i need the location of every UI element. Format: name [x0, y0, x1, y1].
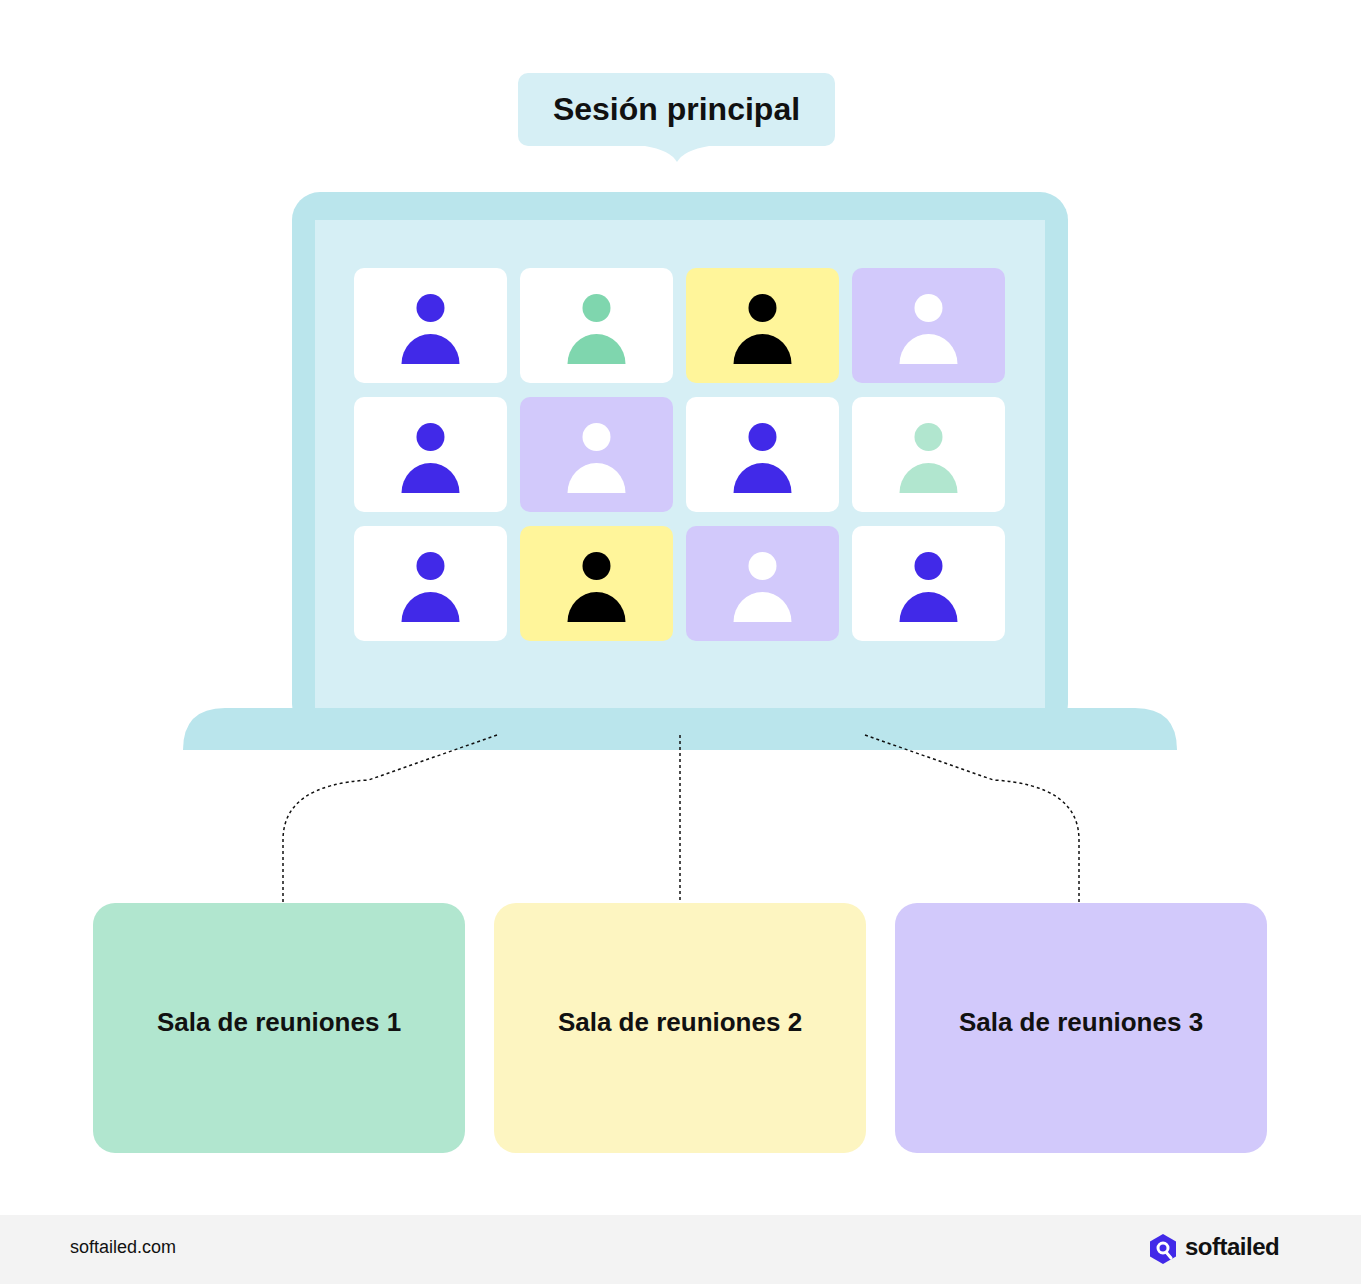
laptop-lid: [292, 192, 1068, 732]
session-heading: Sesión principal: [518, 73, 835, 146]
speech-bubble-pointer: [645, 146, 709, 162]
person-body: [900, 463, 958, 493]
participant-tile: [686, 526, 839, 641]
breakout-room-box: Sala de reuniones 3: [895, 903, 1267, 1153]
person-body: [402, 463, 460, 493]
person-head: [915, 552, 943, 580]
dotted-connector: [283, 735, 497, 903]
dotted-connector: [679, 735, 681, 903]
person-head: [915, 423, 943, 451]
participant-tiles: [354, 268, 1005, 641]
person-body: [568, 463, 626, 493]
main-session-laptop: Sesión principal: [292, 192, 1068, 708]
participant-tile: [520, 268, 673, 383]
brand-logo-text: softailed: [1185, 1233, 1279, 1261]
laptop-screen: [315, 220, 1045, 710]
dotted-connector: [865, 735, 1079, 903]
participant-tile: [520, 526, 673, 641]
person-body: [568, 592, 626, 622]
person-head: [915, 294, 943, 322]
person-body: [734, 463, 792, 493]
person-head: [583, 552, 611, 580]
participant-tile: [686, 397, 839, 512]
room-name: Sala de reuniones 3: [959, 1007, 1203, 1038]
person-body: [900, 334, 958, 364]
room-name: Sala de reuniones 2: [558, 1007, 802, 1038]
person-head: [583, 294, 611, 322]
breakout-room-box: Sala de reuniones 2: [494, 903, 866, 1153]
breakout-room-box: Sala de reuniones 1: [93, 903, 465, 1153]
participant-tile: [852, 526, 1005, 641]
person-head: [417, 552, 445, 580]
participant-tile: [520, 397, 673, 512]
website-url: softailed.com: [70, 1237, 176, 1258]
person-head: [583, 423, 611, 451]
person-head: [417, 423, 445, 451]
person-body: [568, 334, 626, 364]
person-head: [749, 294, 777, 322]
person-body: [402, 334, 460, 364]
footer-bar: [0, 1215, 1361, 1284]
participant-tile: [852, 268, 1005, 383]
room-name: Sala de reuniones 1: [157, 1007, 401, 1038]
logo-icon-tail: [1166, 1252, 1171, 1258]
person-body: [900, 592, 958, 622]
person-body: [734, 592, 792, 622]
participant-tile: [852, 397, 1005, 512]
participant-tile: [354, 268, 507, 383]
participant-tile: [354, 526, 507, 641]
person-body: [734, 334, 792, 364]
speech-bubble: [518, 73, 835, 146]
person-head: [749, 552, 777, 580]
participant-tile: [354, 397, 507, 512]
participant-tile: [686, 268, 839, 383]
logo-icon: [1150, 1234, 1176, 1264]
person-head: [749, 423, 777, 451]
person-head: [417, 294, 445, 322]
person-body: [402, 592, 460, 622]
